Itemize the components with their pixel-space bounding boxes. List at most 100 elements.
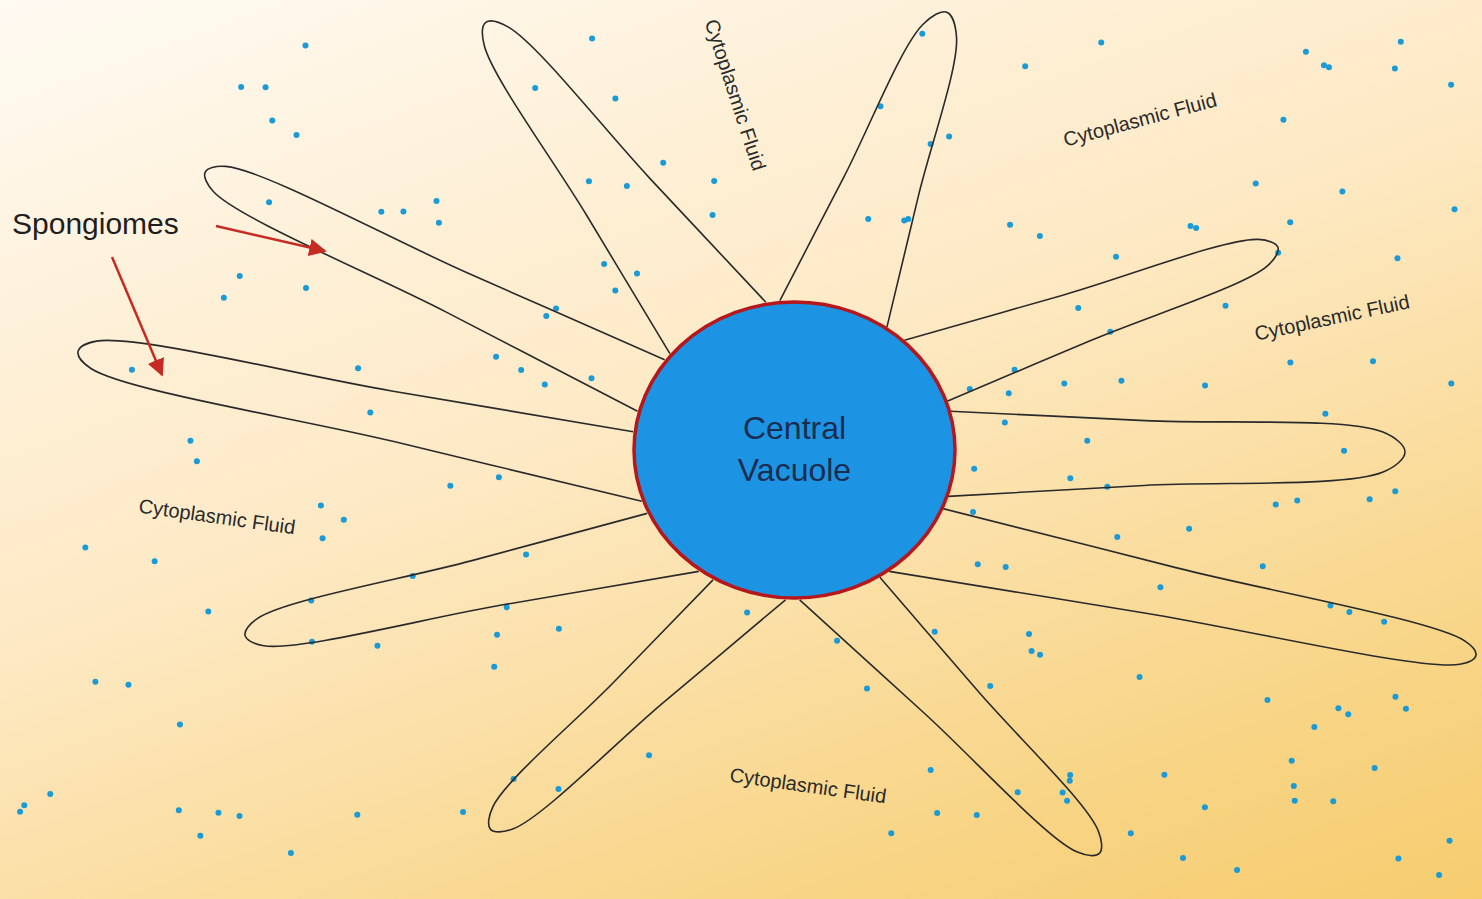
fluid-dot xyxy=(586,178,592,184)
fluid-dot xyxy=(354,812,360,818)
fluid-dot xyxy=(1448,82,1454,88)
fluid-dot xyxy=(1292,798,1298,804)
fluid-dot xyxy=(744,610,750,616)
fluid-dot xyxy=(263,84,269,90)
spongiome-tube xyxy=(205,166,665,411)
fluid-dot xyxy=(176,807,182,813)
fluid-dot xyxy=(1128,830,1134,836)
fluid-dot xyxy=(494,632,500,638)
spongiome-tube xyxy=(78,340,642,501)
fluid-dot xyxy=(542,382,548,388)
fluid-dot xyxy=(17,809,23,815)
fluid-dot xyxy=(237,813,243,819)
fluid-dot xyxy=(1321,62,1327,68)
fluid-dot xyxy=(1067,772,1073,778)
fluid-dot xyxy=(288,850,294,856)
fluid-dot xyxy=(1392,66,1398,72)
vacuole-circle xyxy=(634,302,955,598)
fluid-dot xyxy=(1339,189,1345,195)
part-label: Spongiomes xyxy=(12,207,179,241)
fluid-dot xyxy=(221,295,227,301)
fluid-dot xyxy=(1003,564,1009,570)
fluid-dot xyxy=(971,466,977,472)
fluid-dot xyxy=(1060,789,1066,795)
fluid-dot xyxy=(1006,390,1012,396)
fluid-dot xyxy=(1291,783,1297,789)
fluid-dot xyxy=(215,810,221,816)
fluid-dot xyxy=(1381,619,1387,625)
fluid-dot xyxy=(82,544,88,550)
fluid-dot xyxy=(589,375,595,381)
fluid-dot xyxy=(1180,855,1186,861)
spongiome-tube xyxy=(800,577,1102,855)
fluid-dot xyxy=(1029,648,1035,654)
spongiome-tube xyxy=(948,411,1405,496)
fluid-dot xyxy=(1264,697,1270,703)
fluid-dot xyxy=(194,458,200,464)
fluid-dot xyxy=(1113,254,1119,260)
fluid-dot xyxy=(928,767,934,773)
fluid-dot xyxy=(1436,872,1442,878)
fluid-dot xyxy=(434,198,440,204)
fluid-dot xyxy=(1346,609,1352,615)
fluid-dot xyxy=(1234,867,1240,873)
fluid-dot xyxy=(919,31,925,37)
fluid-dot xyxy=(1287,219,1293,225)
fluid-dot xyxy=(1289,758,1295,764)
fluid-dot xyxy=(1370,358,1376,364)
fluid-dot xyxy=(460,809,466,815)
fluid-dot xyxy=(447,483,453,489)
fluid-dot xyxy=(556,626,562,632)
fluid-dot xyxy=(237,273,243,279)
fluid-dot xyxy=(1084,438,1090,444)
fluid-dot xyxy=(152,558,158,564)
fluid-dot xyxy=(436,220,442,226)
fluid-dot xyxy=(711,178,717,184)
fluid-dot xyxy=(987,683,993,689)
spongiome-tube xyxy=(904,239,1278,401)
fluid-dot xyxy=(177,722,183,728)
fluid-dot xyxy=(1335,705,1341,711)
fluid-dot xyxy=(970,509,976,515)
spongiome-tubes xyxy=(78,12,1476,856)
fluid-dot xyxy=(905,216,911,222)
fluid-dot xyxy=(1002,419,1008,425)
fluid-dot xyxy=(1022,63,1028,69)
fluid-dot xyxy=(710,212,716,218)
fluid-dot xyxy=(1392,694,1398,700)
fluid-dot xyxy=(400,209,406,215)
fluid-dot xyxy=(374,643,380,649)
fluid-dot xyxy=(92,679,98,685)
fluid-dot xyxy=(1007,222,1013,228)
fluid-dot xyxy=(1064,798,1070,804)
fluid-dot xyxy=(612,96,618,102)
vacuole-label: Central Vacuole xyxy=(720,408,870,491)
fluid-dot xyxy=(865,216,871,222)
fluid-dot xyxy=(1367,496,1373,502)
fluid-dot xyxy=(975,561,981,567)
fluid-dot xyxy=(1322,411,1328,417)
fluid-dot xyxy=(205,609,211,615)
fluid-dot xyxy=(532,85,538,91)
fluid-dot xyxy=(129,367,135,373)
fluid-dot xyxy=(1187,223,1193,229)
fluid-dot xyxy=(1161,772,1167,778)
fluid-dot xyxy=(1026,631,1032,637)
fluid-dot xyxy=(1118,378,1124,384)
fluid-dot xyxy=(320,535,326,541)
fluid-dot xyxy=(1403,706,1409,712)
fluid-dot xyxy=(589,36,595,42)
fluid-dot xyxy=(601,261,607,267)
fluid-dot xyxy=(1223,303,1229,309)
fluid-dot xyxy=(21,802,27,808)
fluid-dot xyxy=(934,810,940,816)
region-label: Cytoplasmic Fluid xyxy=(137,495,296,540)
fluid-dot xyxy=(1137,674,1143,680)
fluid-dot xyxy=(1395,856,1401,862)
fluid-dot xyxy=(555,786,561,792)
fluid-dot xyxy=(1341,448,1347,454)
region-label: Cytoplasmic Fluid xyxy=(700,16,771,173)
fluid-dot xyxy=(864,686,870,692)
spongiome-tube xyxy=(489,580,786,832)
